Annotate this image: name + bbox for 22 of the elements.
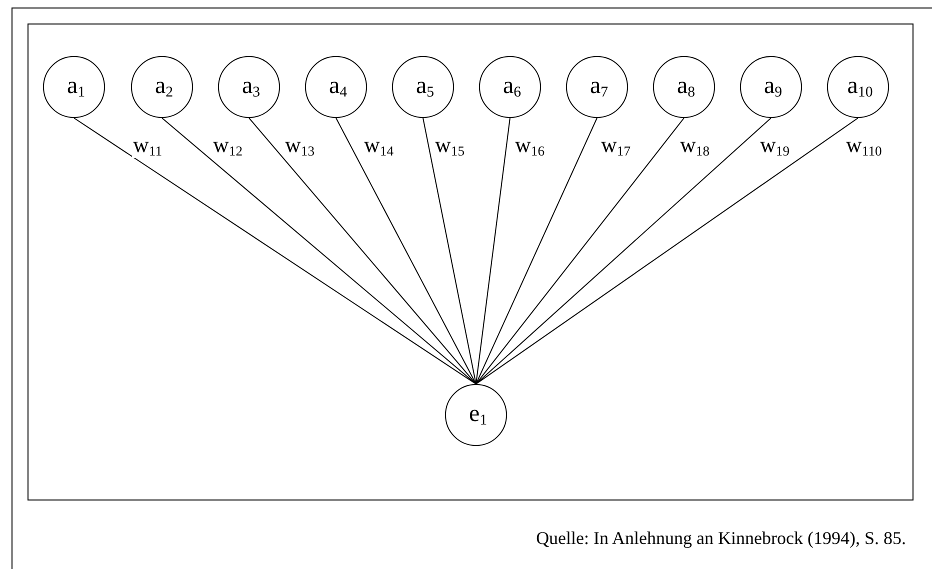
node-label: a$_{4}$ xyxy=(328,74,348,100)
node-label: a$_{7}$ xyxy=(588,74,608,100)
connection-line xyxy=(162,118,476,384)
connection-line xyxy=(476,118,858,384)
connection-line xyxy=(336,118,476,384)
node-label: e$_{1}$ xyxy=(468,402,488,428)
node-label: a$_{1}$ xyxy=(66,74,86,100)
connection-line xyxy=(476,118,598,384)
connection-line xyxy=(422,118,476,384)
node-label: a$_{6}$ xyxy=(502,74,522,100)
connection-line xyxy=(476,118,772,384)
node-label: a$_{10}$ xyxy=(846,74,873,100)
source-note: Quelle: In Anlehnung an Kinnebrock (1994), S. 85. xyxy=(536,528,906,549)
node-label: a$_{8}$ xyxy=(676,74,696,100)
node-label: a$_{9}$ xyxy=(762,74,782,100)
connection-line xyxy=(476,118,684,384)
node-label: a$_{2}$ xyxy=(154,74,174,100)
node-label: a$_{3}$ xyxy=(240,74,260,100)
connection-line xyxy=(248,118,476,384)
node-label: a$_{5}$ xyxy=(414,74,434,100)
connection-line xyxy=(476,118,510,384)
connection-line xyxy=(74,118,476,384)
